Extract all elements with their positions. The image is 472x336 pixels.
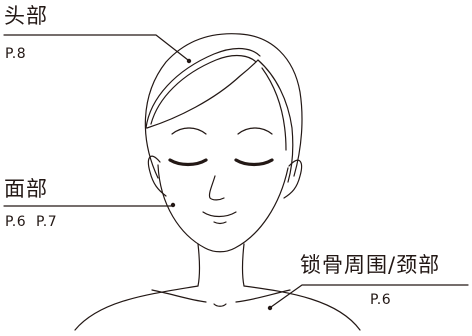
hair-fringe-outer	[145, 47, 261, 129]
left-closed-eye	[168, 158, 208, 167]
face-contour	[157, 164, 289, 253]
shoulder-right	[243, 285, 361, 331]
hair-part-line	[146, 59, 259, 129]
nose	[208, 175, 225, 201]
right-closed-eye	[234, 158, 274, 167]
left-eyebrow	[171, 127, 207, 135]
hair-side-strand-inner	[261, 67, 287, 151]
leader-line-neck	[270, 284, 469, 308]
neck-left	[197, 243, 201, 287]
anchor-dot-face	[170, 202, 176, 208]
mouth	[202, 211, 237, 218]
collarbone-left	[151, 289, 207, 303]
lower-lip	[213, 221, 227, 225]
left-ear	[147, 155, 167, 197]
head-label: 头部	[4, 4, 48, 28]
anchor-dot-neck	[267, 305, 273, 311]
collarbone-right	[235, 289, 291, 303]
neck-label: 锁骨周围/颈部	[300, 253, 441, 277]
right-ear	[283, 159, 303, 199]
neck-right	[241, 243, 245, 287]
hair-side-strand	[257, 59, 294, 183]
face-page-ref: P.6 P.7	[5, 214, 58, 230]
anchor-dot-head	[186, 58, 192, 64]
neck-notch	[213, 303, 227, 307]
neck-page-ref: P.6	[370, 292, 392, 308]
hair-fringe-inner	[150, 54, 257, 125]
shoulder-left	[74, 285, 199, 331]
hair-outline	[144, 33, 303, 179]
leader-line-head	[3, 34, 189, 61]
face-label: 面部	[4, 177, 48, 201]
head-page-ref: P.8	[5, 46, 27, 62]
right-eyebrow	[237, 127, 273, 135]
